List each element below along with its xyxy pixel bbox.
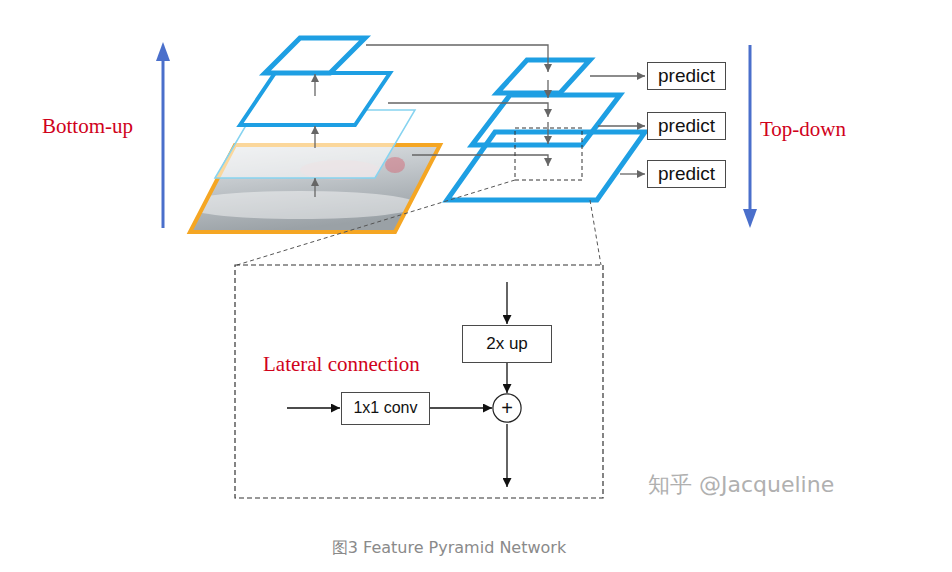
bottom-up-arrow <box>162 58 165 228</box>
upsample-box: 2x up <box>462 325 552 363</box>
predict-arrow <box>598 125 645 126</box>
data-flow-arrow <box>430 407 492 408</box>
lateral-line <box>412 155 548 166</box>
bottom-up-arrowhead <box>156 42 170 61</box>
predict-arrow <box>590 75 645 76</box>
zoom-leader <box>237 180 515 265</box>
top-down-arrowhead <box>743 209 757 228</box>
watermark: 知乎 @Jacqueline <box>648 472 834 497</box>
node-text: + <box>501 397 513 419</box>
circle-outline <box>492 393 522 423</box>
top-down-step-arrow <box>547 80 548 98</box>
data-flow-arrow <box>506 363 507 393</box>
feature-map-level-4 <box>265 38 365 73</box>
image-detail <box>385 157 405 173</box>
top-down-step-arrow <box>547 122 548 144</box>
lateral-line <box>388 103 548 117</box>
node-text: predict <box>658 164 715 185</box>
node-text: 1x1 conv <box>353 399 417 417</box>
node-text: 2x up <box>486 335 528 354</box>
zoom-leader <box>590 200 601 265</box>
direction-label: Bottom-up <box>42 114 133 138</box>
bottom-up-step-arrow <box>314 74 315 96</box>
predict-box: predict <box>647 62 726 90</box>
node-text: predict <box>658 66 715 87</box>
bottom-up-step-arrow <box>314 126 315 148</box>
lateral-line <box>366 45 548 72</box>
predict-arrow <box>620 173 645 174</box>
zoom-inset <box>235 265 603 498</box>
zoom-region <box>515 128 582 180</box>
output-arrow <box>506 424 507 487</box>
connection-label: Lateral connection <box>263 352 420 376</box>
merged-map-level-4 <box>497 60 590 93</box>
lateral-input-arrow <box>287 407 340 408</box>
conv-box: 1x1 conv <box>341 392 430 425</box>
circle-shape <box>493 394 521 422</box>
bottom-up-step-arrow <box>314 178 315 197</box>
top-down-input-arrow <box>506 282 507 324</box>
direction-label: Top-down <box>760 117 846 141</box>
node-text: predict <box>658 116 715 137</box>
top-down-arrow <box>749 45 752 212</box>
sum-circle: + <box>492 393 522 423</box>
predict-box: predict <box>647 112 726 140</box>
predict-box: predict <box>647 160 726 188</box>
feature-map-level-3 <box>240 73 390 125</box>
image-highlight <box>180 191 420 219</box>
figure-caption: 图3 Feature Pyramid Network <box>0 539 898 557</box>
